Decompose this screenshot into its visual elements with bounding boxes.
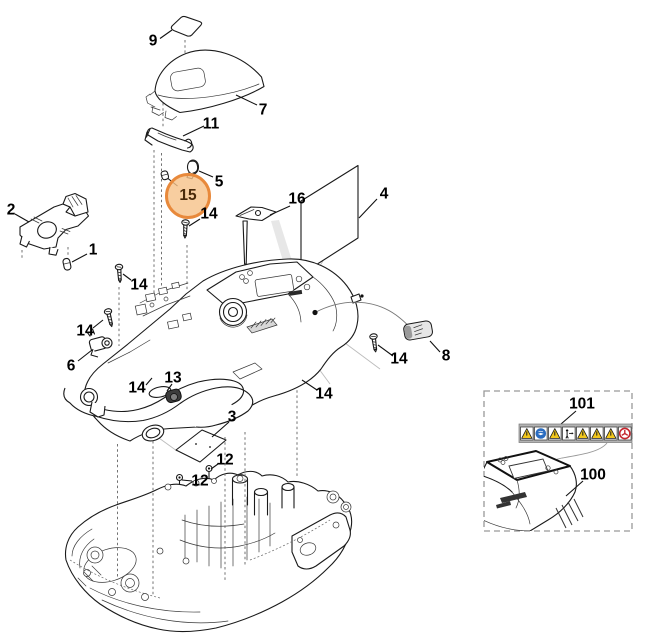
alignment-lines-lower — [117, 432, 246, 597]
inset-detail-box — [483, 390, 633, 532]
part-callout-12[interactable]: 12 — [216, 451, 234, 469]
part-callout-14[interactable]: 14 — [128, 379, 146, 397]
part-callout-6[interactable]: 6 — [66, 357, 76, 375]
part-12-screws — [175, 464, 213, 489]
warning-triangle-icon — [604, 426, 618, 441]
part-15-pin — [160, 170, 170, 181]
part-callout-5[interactable]: 5 — [214, 173, 224, 191]
part-7-hood — [145, 49, 265, 121]
part-callout-14[interactable]: 14 — [130, 276, 148, 294]
warning-triangle-icon — [590, 426, 604, 441]
part-callout-8[interactable]: 8 — [441, 347, 451, 365]
keep-distance-icon — [562, 426, 576, 441]
part-callout-14[interactable]: 14 — [76, 322, 94, 340]
read-manual-icon — [534, 426, 548, 441]
part-callout-14[interactable]: 14 — [315, 385, 333, 403]
part-callout-14[interactable]: 14 — [390, 350, 408, 368]
part-callout-13[interactable]: 13 — [164, 369, 182, 387]
part-9-sticker — [170, 15, 203, 37]
part-callout-14[interactable]: 14 — [200, 205, 218, 223]
part-callout-12[interactable]: 12 — [191, 472, 209, 490]
part-callout-11[interactable]: 11 — [202, 115, 220, 133]
part-4-sheet — [300, 164, 359, 276]
part-11-bracket — [144, 127, 194, 153]
warning-triangle-icon — [520, 426, 534, 441]
part-2-bracket — [19, 192, 90, 256]
part-callout-7[interactable]: 7 — [258, 101, 268, 119]
base-chassis — [64, 470, 353, 633]
part-3-sheet — [175, 429, 227, 463]
warning-triangle-icon — [576, 426, 590, 441]
part-13-lever — [148, 386, 182, 404]
warning-triangle-icon — [548, 426, 562, 441]
leader-lines — [14, 29, 584, 497]
part-1-pin — [62, 257, 72, 271]
part-callout-1[interactable]: 1 — [88, 241, 98, 259]
part-6-sensor — [86, 328, 113, 358]
part-callout-4[interactable]: 4 — [379, 185, 389, 203]
part-100-machine-view — [484, 442, 608, 531]
part-callout-15[interactable]: 15 — [165, 173, 211, 219]
part-callout-2[interactable]: 2 — [6, 201, 16, 219]
part-callout-101[interactable]: 101 — [569, 395, 595, 413]
main-chassis — [63, 258, 364, 442]
part-callout-9[interactable]: 9 — [148, 32, 158, 50]
part-callout-100[interactable]: 100 — [580, 466, 606, 484]
part-callout-16[interactable]: 16 — [288, 190, 306, 208]
part-8-plug — [312, 301, 433, 341]
part-callout-3[interactable]: 3 — [227, 408, 237, 426]
console-slot — [288, 289, 303, 296]
part-101-warning-label-strip — [518, 423, 633, 443]
part-16-strip — [235, 206, 277, 265]
rotating-blade-icon — [618, 426, 632, 441]
vent-hatch — [246, 318, 278, 334]
